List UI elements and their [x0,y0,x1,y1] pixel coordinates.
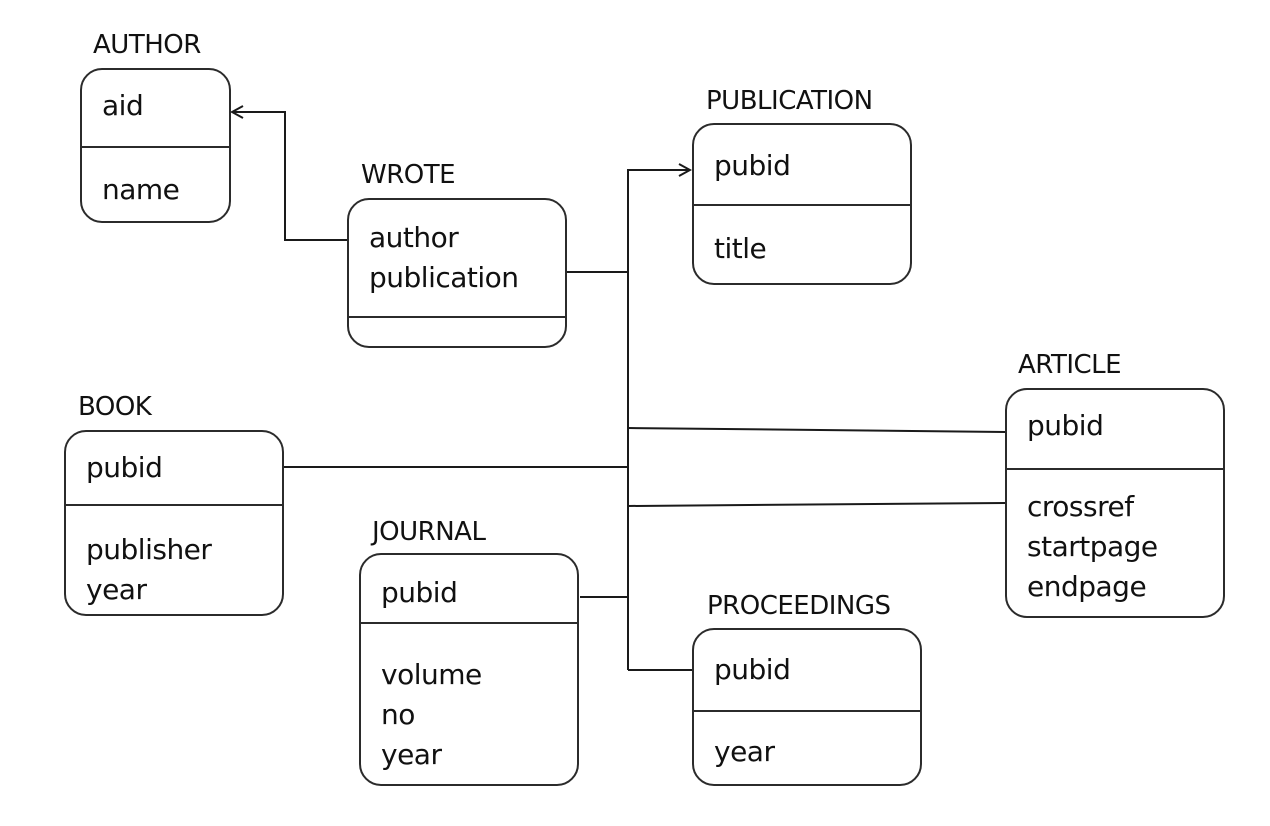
wrote-field-author: author [369,221,459,254]
proceedings-table-name: PROCEEDINGS [707,591,891,621]
journal-attr-fields: volume no year [381,655,571,775]
publication-field-pubid: pubid [714,149,791,182]
proceedings-field-year: year [714,735,775,768]
book-table-name: BOOK [78,392,152,422]
article-field-endpage: endpage [1027,570,1147,603]
article-link-upper [627,427,1006,433]
publication-key-fields: pubid [714,146,904,186]
author-key-fields: aid [102,86,223,126]
book-field-pubid: pubid [86,451,163,484]
proceedings-divider [694,710,920,712]
author-table: aid name [80,68,231,223]
article-table: pubid crossref startpage endpage [1005,388,1225,618]
journal-field-volume: volume [381,658,482,691]
proceedings-table: pubid year [692,628,922,786]
wrote-table-name: WROTE [361,160,456,190]
journal-field-pubid: pubid [381,576,458,609]
journal-field-year: year [381,738,442,771]
wrote-divider [349,316,565,318]
publication-field-title: title [714,232,767,265]
publication-table: pubid title [692,123,912,285]
article-field-crossref: crossref [1027,490,1134,523]
journal-field-no: no [381,698,415,731]
proceedings-key-fields: pubid [714,650,914,690]
author-divider [82,146,229,148]
book-divider [66,504,282,506]
publication-attr-fields: title [714,229,904,269]
publication-table-name: PUBLICATION [706,86,873,116]
article-key-fields: pubid [1027,406,1217,446]
article-divider [1007,468,1223,470]
proceedings-field-pubid: pubid [714,653,791,686]
wrote-field-publication: publication [369,261,519,294]
wrote-author-link [232,112,347,241]
article-link-lower [627,502,1006,507]
article-field-startpage: startpage [1027,530,1158,563]
article-field-pubid: pubid [1027,409,1104,442]
publication-divider [694,204,910,206]
author-table-name: AUTHOR [93,30,201,60]
author-field-name: name [102,173,180,206]
book-attr-fields: publisher year [86,530,276,610]
journal-table-name: JOURNAL [372,517,486,547]
book-field-publisher: publisher [86,533,212,566]
journal-divider [361,622,577,624]
author-field-aid: aid [102,89,144,122]
wrote-table: author publication [347,198,567,348]
proceedings-attr-fields: year [714,732,914,772]
wrote-publication-link [567,170,690,273]
article-attr-fields: crossref startpage endpage [1027,487,1217,607]
article-table-name: ARTICLE [1018,350,1122,380]
book-table: pubid publisher year [64,430,284,616]
journal-key-fields: pubid [381,573,571,613]
author-attr-fields: name [102,170,223,210]
journal-table: pubid volume no year [359,553,579,786]
book-key-fields: pubid [86,448,276,488]
book-field-year: year [86,573,147,606]
wrote-key-fields: author publication [369,218,559,298]
